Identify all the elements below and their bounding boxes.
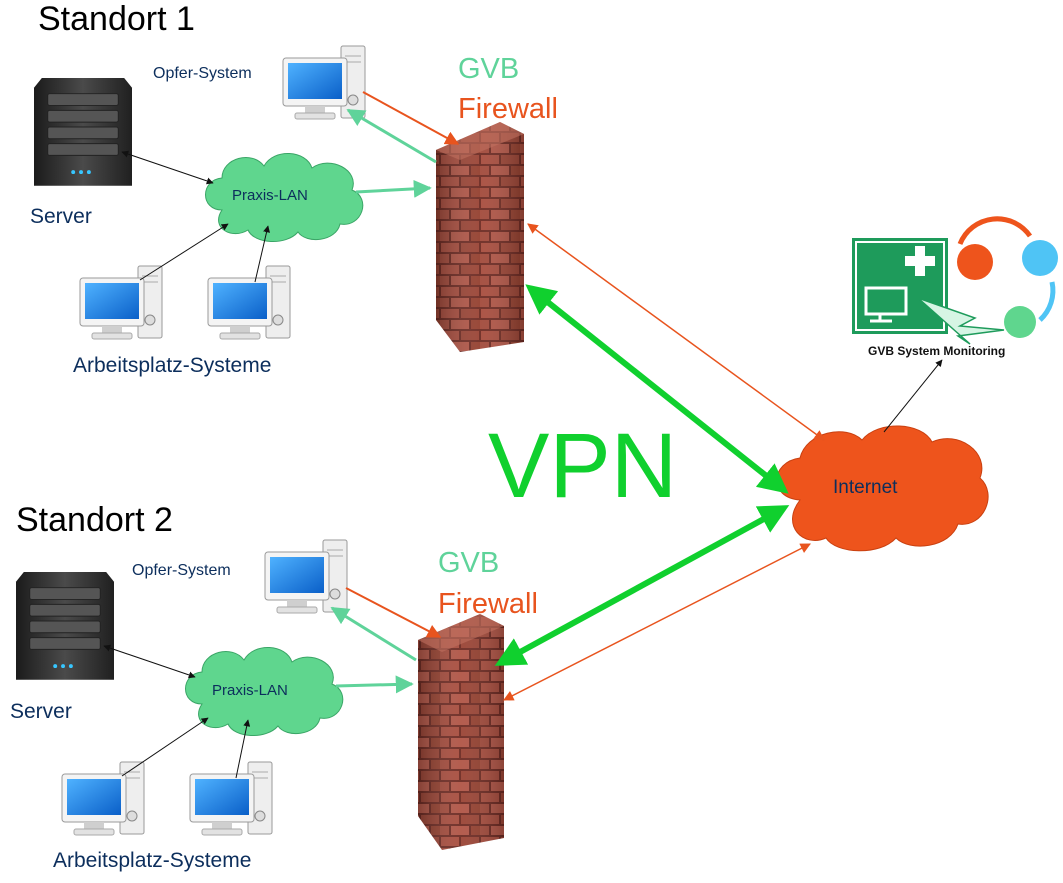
site-1-workstation-lan-link xyxy=(139,223,229,281)
vpn-tunnel-site-2 xyxy=(494,505,790,666)
site-1-title: Standort 1 xyxy=(38,0,195,38)
site-2-workstation-lan-link xyxy=(235,719,251,779)
site-2-victim-label: Opfer-System xyxy=(132,562,231,579)
internet-label: Internet xyxy=(833,477,898,498)
site-2-lan-firewall-link xyxy=(335,675,414,694)
site-2-server-icon xyxy=(15,571,115,681)
site-2-workstation-computer-icon xyxy=(61,761,145,836)
site-1-server-label: Server xyxy=(30,205,92,228)
site-2-title: Standort 2 xyxy=(16,501,173,539)
site-1-workstation-computer-icon xyxy=(207,265,291,340)
site-1-lan-firewall-link xyxy=(355,179,432,198)
site-2-firewall-label: Firewall xyxy=(438,588,538,620)
monitoring-label: GVB System Monitoring xyxy=(868,344,1005,358)
site-1-workstation-lan-link xyxy=(254,225,270,283)
site-2-firewall-brick-wall-icon xyxy=(418,614,504,850)
site-2-firewall-victim-link xyxy=(330,606,417,662)
site-1-lan-label: Praxis-LAN xyxy=(232,187,308,204)
site-1-server-lan-link xyxy=(121,150,214,185)
vpn-label: VPN xyxy=(488,415,677,517)
site-2-server-lan-link xyxy=(103,644,196,679)
site-1-lan-cloud-icon xyxy=(205,153,364,243)
site-1-firewall-victim-link xyxy=(346,108,437,164)
site-2-victim-computer-icon xyxy=(264,539,348,614)
site-2-firewall-gvb: GVB xyxy=(438,547,499,579)
internet-firewall-2-link xyxy=(503,543,811,701)
site-2-workstations-label: Arbeitsplatz-Systeme xyxy=(53,849,251,872)
monitoring-logo-icon xyxy=(852,216,1058,345)
site-2-lan-cloud-icon xyxy=(185,647,344,737)
site-1-victim-firewall-link xyxy=(362,91,460,145)
site-1-workstation-computer-icon xyxy=(79,265,163,340)
site-1-firewall-gvb: GVB xyxy=(458,53,519,85)
site-2-victim-firewall-link xyxy=(345,587,442,638)
site-1-workstations-label: Arbeitsplatz-Systeme xyxy=(73,354,271,377)
site-1-victim-computer-icon xyxy=(282,45,366,120)
site-2-workstation-computer-icon xyxy=(189,761,273,836)
site-1-firewall-brick-wall-icon xyxy=(436,122,524,352)
site-2-server-label: Server xyxy=(10,700,72,723)
internet-monitoring-link xyxy=(883,359,943,433)
internet-firewall-1-link xyxy=(527,223,825,441)
site-1-victim-label: Opfer-System xyxy=(153,65,252,82)
site-1-server-icon xyxy=(33,77,133,187)
site-1-firewall-label: Firewall xyxy=(458,93,558,125)
site-2-lan-label: Praxis-LAN xyxy=(212,682,288,699)
site-2-workstation-lan-link xyxy=(121,717,209,777)
